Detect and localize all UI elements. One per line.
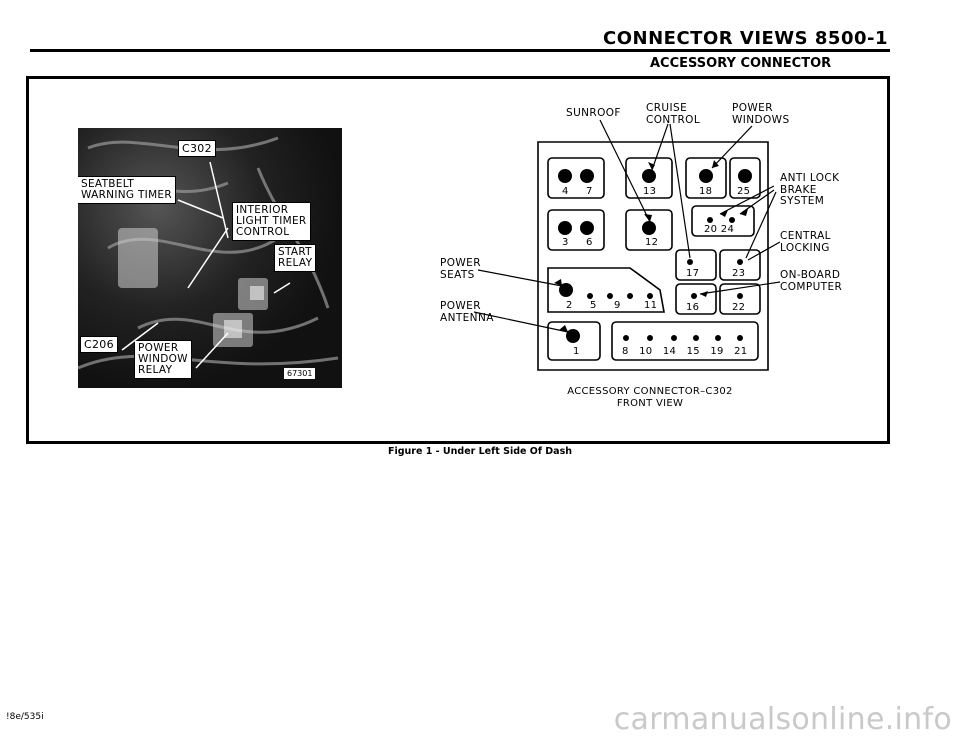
window-line1: POWER [138, 342, 179, 354]
footer-code: !8e/535i [6, 712, 44, 722]
diagram-caption-line2: FRONT VIEW [616, 398, 684, 409]
start-line1: START [278, 246, 312, 258]
cavity-12 [625, 209, 673, 251]
pin-18: 18 [699, 186, 713, 197]
diagram-caption-line1: ACCESSORY CONNECTOR–C302 [567, 386, 733, 397]
onboard-line2: COMPUTER [780, 280, 843, 293]
pin-row-8-21: 8 10 14 15 19 21 [622, 346, 748, 357]
interior-line1: INTERIOR [236, 204, 289, 216]
central-line1: CENTRAL [780, 230, 831, 242]
pin-13: 13 [643, 186, 657, 197]
pin-20-24: 20 24 [704, 224, 735, 235]
cavity-16 [675, 283, 717, 315]
interior-line2: LIGHT TIMER [236, 215, 307, 227]
interior-line3: CONTROL [236, 226, 290, 238]
photo-leaders [121, 161, 291, 369]
cavity-23 [719, 249, 761, 281]
cavity-20-24 [691, 205, 755, 237]
abs-line1: ANTI LOCK [780, 172, 840, 184]
pin-4: 4 [562, 186, 569, 197]
label-central-locking: CENTRAL LOCKING [780, 230, 831, 254]
cavity-1 [547, 321, 601, 361]
pin-5: 5 [590, 300, 597, 311]
connector-body [537, 141, 769, 371]
cavity-8-21 [611, 321, 759, 361]
pin-2: 2 [566, 300, 573, 311]
pin-22: 22 [732, 302, 746, 313]
label-cruise-control: CRUISE CONTROL [646, 102, 701, 126]
seatbelt-line2: WARNING TIMER [81, 189, 172, 201]
abs-line3: SYSTEM [780, 195, 825, 207]
pin-17: 17 [686, 268, 700, 279]
central-line2: LOCKING [780, 241, 830, 254]
seats-line1: POWER [440, 257, 481, 269]
seats-line2: SEATS [440, 268, 475, 281]
photo-number: 67301 [284, 368, 316, 379]
antenna-line1: POWER [440, 300, 481, 312]
window-line2: WINDOW [138, 353, 188, 365]
cavity-18 [685, 157, 727, 199]
abs-line2: BRAKE [780, 183, 817, 196]
label-anti-lock-brake: ANTI LOCK BRAKE SYSTEM [780, 172, 840, 208]
cruise-line1: CRUISE [646, 102, 688, 114]
pin-dots [558, 169, 752, 343]
window-line3: RELAY [138, 364, 173, 376]
label-c302: C302 [178, 140, 216, 157]
pin-12: 12 [645, 237, 659, 248]
watermark: carmanualsonline.info [613, 702, 952, 737]
label-seatbelt-timer: SEATBELT WARNING TIMER [78, 176, 176, 204]
label-interior-light: INTERIOR LIGHT TIMER CONTROL [232, 202, 311, 241]
section-title: ACCESSORY CONNECTOR [650, 56, 832, 71]
pin-6: 6 [586, 237, 593, 248]
pin-7: 7 [586, 186, 593, 197]
cavity-25 [729, 157, 761, 199]
label-c206: C206 [80, 336, 118, 353]
cavity-13 [625, 157, 673, 199]
diagram-caption: ACCESSORY CONNECTOR–C302 FRONT VIEW [550, 386, 750, 410]
windows-line2: WINDOWS [732, 113, 790, 126]
pin-11: 11 [644, 300, 658, 311]
label-window-relay: POWER WINDOW RELAY [134, 340, 192, 379]
label-power-antenna: POWER ANTENNA [440, 300, 494, 324]
cavity-22 [719, 283, 761, 315]
pin-16: 16 [686, 302, 700, 313]
figure-frame [26, 76, 890, 444]
page-title: CONNECTOR VIEWS 8500-1 [603, 28, 888, 49]
cavity-4-7 [547, 157, 605, 199]
pin-1: 1 [573, 346, 580, 357]
cavity-2-11 [547, 267, 665, 313]
label-power-windows: POWER WINDOWS [732, 102, 790, 126]
label-start-relay: START RELAY [274, 244, 317, 272]
seatbelt-line1: SEATBELT [81, 178, 135, 190]
pin-3: 3 [562, 237, 569, 248]
windows-line1: POWER [732, 102, 773, 114]
cruise-line2: CONTROL [646, 113, 701, 126]
pin-25: 25 [737, 186, 751, 197]
antenna-line2: ANTENNA [440, 311, 494, 324]
onboard-line1: ON-BOARD [780, 269, 841, 281]
header-rule [30, 49, 890, 52]
figure-caption: Figure 1 - Under Left Side Of Dash [388, 446, 572, 457]
cavity-3-6 [547, 209, 605, 251]
label-power-seats: POWER SEATS [440, 257, 481, 281]
start-line2: RELAY [278, 257, 313, 269]
dash-photo: C302 SEATBELT WARNING TIMER INTERIOR LIG… [78, 128, 342, 388]
pin-9: 9 [614, 300, 621, 311]
label-onboard-computer: ON-BOARD COMPUTER [780, 269, 843, 293]
cavity-17 [675, 249, 717, 281]
pin-23: 23 [732, 268, 746, 279]
label-sunroof: SUNROOF [566, 107, 621, 119]
